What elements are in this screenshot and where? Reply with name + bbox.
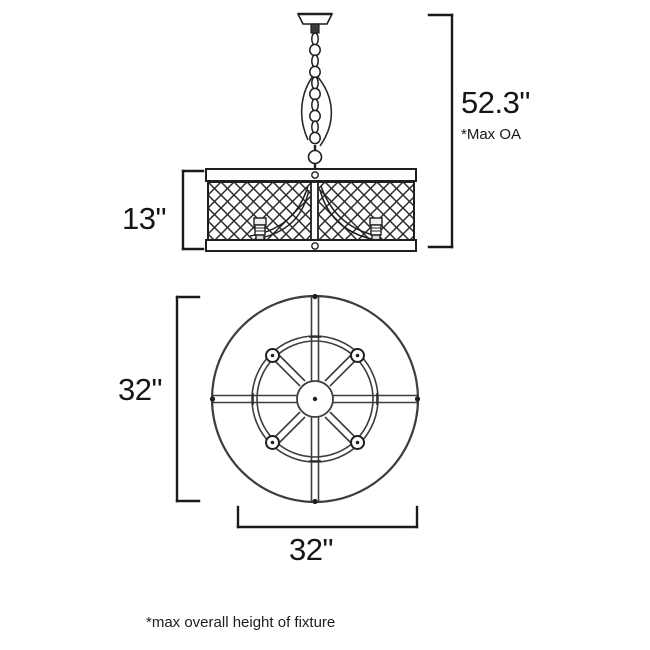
dimension-diameter-horizontal xyxy=(236,505,419,529)
center-hub xyxy=(296,380,334,418)
dimension-label-diameter-horizontal: 32" xyxy=(289,532,334,567)
spoke-nodes xyxy=(265,348,365,450)
lamp-socket-left xyxy=(253,217,267,241)
power-cord-loop xyxy=(300,75,333,147)
drum-shade-top-rail xyxy=(205,168,417,182)
ring-joints xyxy=(252,336,378,462)
chain-end-fitter xyxy=(307,145,323,169)
dimension-overall-height xyxy=(427,13,454,249)
dimension-label-diameter-vertical: 32" xyxy=(118,372,163,407)
lamp-socket-right xyxy=(369,217,383,241)
side-elevation-view xyxy=(205,12,417,252)
dimension-note-max-oa: *Max OA xyxy=(461,126,522,143)
drum-shade-bottom-rail xyxy=(205,239,417,252)
outer-ring-endpoints xyxy=(209,293,421,505)
dimension-label-shade-height: 13" xyxy=(122,201,167,236)
drum-shade-center-divider xyxy=(310,181,319,241)
dimension-diameter-vertical xyxy=(175,295,201,503)
dimension-label-overall-height: 52.3" xyxy=(461,85,530,120)
diagonal-spokes xyxy=(271,352,359,446)
ceiling-canopy xyxy=(296,12,334,34)
footnote-text: *max overall height of fixture xyxy=(146,614,336,631)
top-plan-view xyxy=(209,293,421,505)
dimension-shade-height xyxy=(181,169,205,251)
inner-double-ring xyxy=(251,335,379,463)
hanging-chain xyxy=(309,32,321,145)
